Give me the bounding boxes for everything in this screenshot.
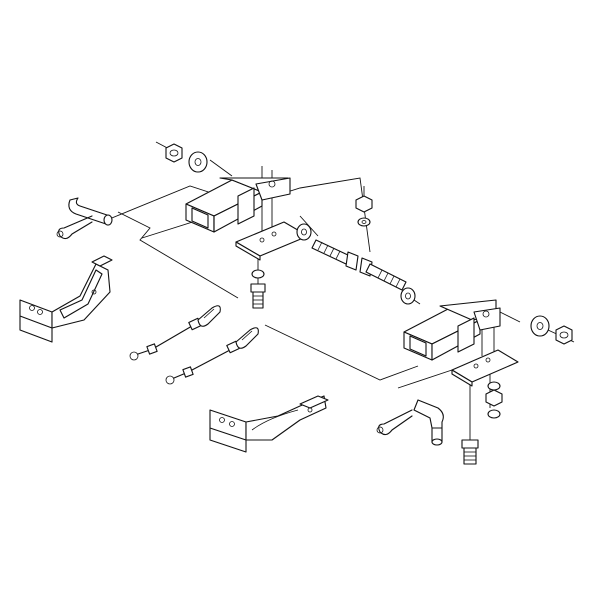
carriage-bolt-left [250, 283, 266, 309]
tow-arm-right [209, 395, 329, 453]
cross-bolt-lower [359, 257, 407, 291]
mounting-plate-left [235, 221, 309, 261]
mounting-plate-right [451, 349, 519, 387]
spring-clip-lower [376, 409, 413, 436]
hex-nut-mid [355, 195, 373, 213]
hex-nut-upper [165, 143, 183, 163]
safety-cable-lower [165, 327, 259, 385]
cross-bolt-upper [311, 239, 359, 271]
flat-washer-right [530, 315, 550, 337]
lock-washer-mid [357, 217, 371, 227]
mounting-bracket-left [185, 177, 291, 233]
hex-nut-lower-right [485, 389, 503, 407]
spring-clip-upper [56, 215, 93, 240]
lock-washer-right [487, 381, 501, 391]
lock-washer-left [251, 269, 265, 279]
hex-nut-right [555, 325, 573, 345]
safety-cable-upper [129, 305, 221, 361]
spacer-washer-right [400, 287, 416, 305]
tow-arm-left [19, 255, 113, 343]
carriage-bolt-right [461, 439, 479, 465]
leader-lines [101, 141, 575, 440]
mounting-bracket-right [403, 299, 501, 361]
flat-washer-upper [188, 151, 208, 173]
spacer-washer-left [296, 223, 312, 241]
flat-washer-lower-right [487, 409, 501, 419]
hitch-pin-upper [68, 197, 113, 226]
hitch-pin-lower [413, 399, 444, 446]
